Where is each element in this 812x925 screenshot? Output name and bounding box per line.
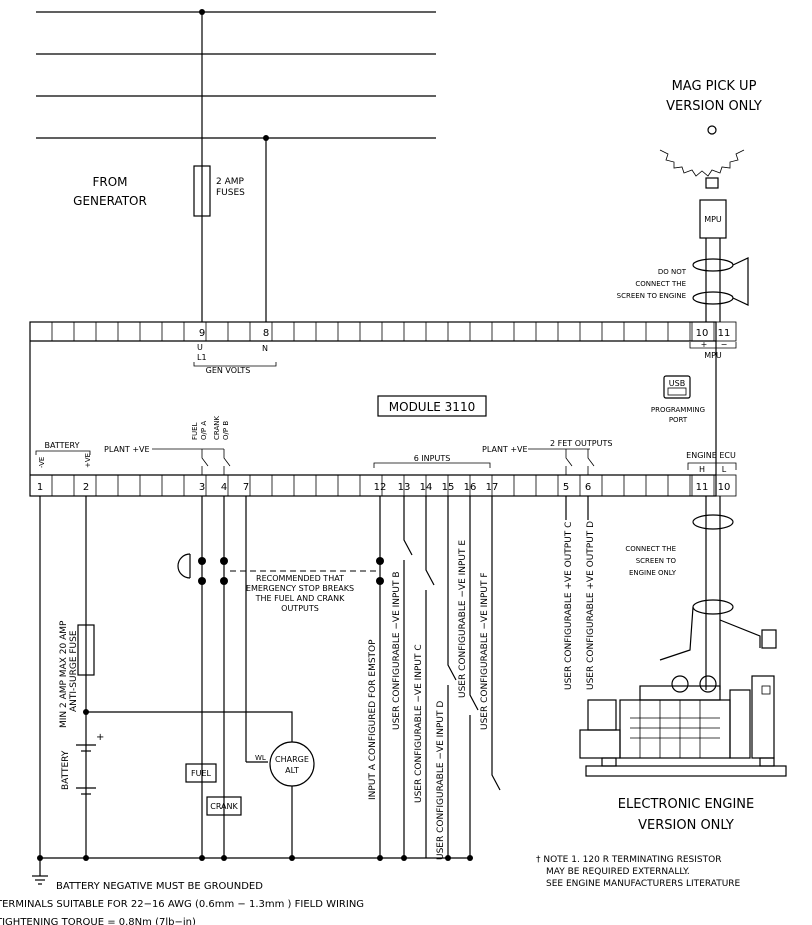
bottom-terminal-11: 11 [696, 482, 709, 493]
mag-pickup-line1: MAG PICK UP [672, 79, 757, 94]
bottom-terminal-6: 6 [585, 482, 591, 493]
crank-op-b-line2: O/P B [222, 421, 230, 440]
note1-line3: SEE ENGINE MANUFACTURERS LITERATURE [546, 879, 741, 889]
charge-alt-line2: ALT [285, 766, 299, 775]
output-label-c: USER CONFIGURABLE +VE OUTPUT C [564, 522, 574, 690]
connect-screen-line2: SCREEN TO [636, 557, 677, 565]
gen-volts-label: GEN VOLTS [206, 366, 251, 375]
mpu-sensor-label: MPU [704, 215, 722, 224]
fuel-box-label: FUEL [191, 769, 212, 778]
bottom-terminal-10: 10 [718, 482, 731, 493]
bottom-terminal-4: 4 [221, 482, 227, 493]
note1-line1: † NOTE 1. 120 R TERMINATING RESISTOR [536, 855, 721, 865]
bottom-terminal-16: 16 [464, 482, 477, 493]
input-label-f: USER CONFIGURABLE −VE INPUT F [480, 572, 490, 730]
battery-neg: -VE [38, 457, 46, 468]
top-terminal-8: 8 [263, 328, 269, 339]
charge-alt-wl: WL [255, 754, 266, 762]
input-label-a: INPUT A CONFIGURED FOR EMSTOP [368, 639, 378, 800]
emstop-note-line3: THE FUEL AND CRANK [255, 594, 345, 603]
input-label-b: USER CONFIGURABLE −VE INPUT B [392, 571, 402, 730]
fuse-symbol [193, 165, 211, 217]
usb-port-icon [663, 375, 691, 399]
emstop-note-line4: OUTPUTS [281, 604, 319, 613]
mpu-terminal-label: MPU [704, 351, 722, 360]
gen-volts-l1: L1 [197, 353, 207, 362]
bottom-terminal-5: 5 [563, 482, 569, 493]
crank-op-b-line1: CRANK [213, 416, 221, 440]
battery-pos: +VE [84, 453, 92, 468]
fuse-note-line2: ANTI-SURGE FUSE [69, 630, 79, 712]
bottom-terminal-7: 7 [243, 482, 249, 493]
do-not-connect-line1: DO NOT [658, 268, 687, 276]
usb-port-line1: PROGRAMMING [651, 406, 705, 414]
gen-volts-n: N [262, 344, 268, 353]
connect-screen-line3: ENGINE ONLY [629, 569, 677, 577]
gen-volts-u: U [197, 343, 203, 352]
electronic-engine-line1: ELECTRONIC ENGINE [618, 797, 755, 812]
plant-ve-left: PLANT +VE [104, 445, 150, 454]
mpu-plus: + [701, 340, 708, 349]
do-not-connect-line3: SCREEN TO ENGINE [617, 292, 686, 300]
module-body [29, 321, 717, 497]
electronic-engine-line2: VERSION ONLY [638, 818, 734, 833]
inputs-header: 6 INPUTS [414, 454, 451, 463]
battery-header: BATTERY [45, 441, 80, 450]
bottom-terminal-3: 3 [199, 482, 205, 493]
top-terminal-9: 9 [199, 328, 205, 339]
input-label-e: USER CONFIGURABLE −VE INPUT E [458, 540, 468, 698]
from-generator-line2: GENERATOR [73, 194, 147, 208]
bottom-terminal-17: 17 [486, 482, 499, 493]
plant-ve-right: PLANT +VE [482, 445, 528, 454]
module-title: MODULE 3110 [389, 400, 475, 414]
fuel-op-a-line2: O/P A [200, 421, 208, 440]
generator-lines [36, 9, 436, 322]
module-title-box [377, 395, 487, 417]
bottom-terminal-2: 2 [83, 482, 89, 493]
charge-alt-line1: CHARGE [275, 755, 309, 764]
fuses-label-line2: FUSES [216, 188, 245, 198]
crank-box-label: CRANK [210, 802, 238, 811]
bottom-terminal-14: 14 [420, 482, 433, 493]
lower-wiring: + [32, 496, 501, 885]
fuses-label-line1: 2 AMP [216, 177, 245, 187]
connect-screen-line1: CONNECT THE [625, 545, 676, 553]
output-label-d: USER CONFIGURABLE +VE OUTPUT D [586, 521, 596, 690]
svg-text:+: + [96, 732, 104, 743]
do-not-connect-line2: CONNECT THE [635, 280, 686, 288]
bottom-terminal-13: 13 [398, 482, 411, 493]
gear-icon [659, 125, 745, 189]
usb-label: USB [669, 379, 685, 388]
engine-ecu-l: L [722, 465, 727, 474]
engine-icon [579, 675, 787, 777]
footer-line2: TERMINALS SUITABLE FOR 22−16 AWG (0.6mm … [0, 899, 364, 910]
top-terminal-11: 11 [718, 328, 731, 339]
fet-outputs: 2 FET OUTPUTS [550, 439, 612, 448]
fuse-note-line1: MIN 2 AMP MAX 20 AMP [59, 620, 69, 728]
from-generator-line1: FROM [92, 175, 127, 189]
mag-pickup-line2: VERSION ONLY [666, 99, 762, 114]
bottom-terminal-12: 12 [374, 482, 387, 493]
engine-ecu-h: H [699, 465, 705, 474]
input-label-c: USER CONFIGURABLE −VE INPUT C [414, 644, 424, 803]
usb-port-line2: PORT [669, 416, 688, 424]
top-terminal-10: 10 [696, 328, 709, 339]
footer-line1: BATTERY NEGATIVE MUST BE GROUNDED [56, 881, 263, 892]
emstop-note-line1: RECOMMENDED THAT [256, 574, 344, 583]
fuel-op-a-line1: FUEL [191, 422, 199, 440]
battery-label: BATTERY [61, 750, 71, 790]
footer-line3: TIGHTENING TORQUE = 0.8Nm (7lb−in) [0, 917, 196, 925]
engine-ecu-label: ENGINE ECU [686, 451, 736, 460]
ecu-wiring [659, 496, 777, 690]
bottom-terminal-15: 15 [442, 482, 455, 493]
emstop-note-line2: EMERGENCY STOP BREAKS [246, 584, 354, 593]
mpu-sensor [699, 199, 727, 239]
bottom-terminal-1: 1 [37, 482, 43, 493]
input-label-d: USER CONFIGURABLE −VE INPUT D [436, 701, 446, 860]
mpu-minus: − [721, 340, 728, 349]
note1-line2: MAY BE REQUIRED EXTERNALLY. [546, 867, 690, 877]
